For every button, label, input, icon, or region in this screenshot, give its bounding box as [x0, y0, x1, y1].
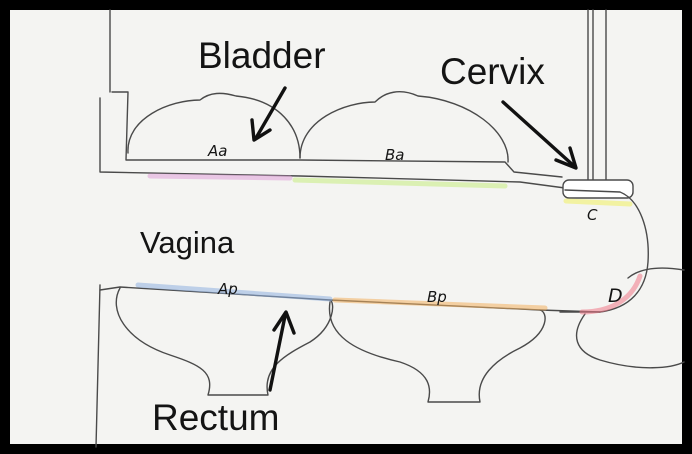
c-highlight	[566, 201, 630, 204]
bladder-label: Bladder	[198, 35, 326, 76]
point-aa-label: Aa	[207, 142, 227, 160]
paper-background	[7, 7, 685, 447]
aa-highlight	[150, 176, 290, 178]
cervix-label: Cervix	[440, 51, 545, 92]
point-d-label: D	[608, 285, 623, 307]
point-ba-label: Ba	[385, 146, 404, 164]
cervix-cap	[563, 180, 633, 198]
point-c-label: C	[587, 206, 598, 224]
point-ap-label: Ap	[217, 280, 238, 298]
vagina-label: Vagina	[140, 225, 235, 260]
point-bp-label: Bp	[427, 288, 447, 306]
rectum-label: Rectum	[152, 397, 279, 438]
